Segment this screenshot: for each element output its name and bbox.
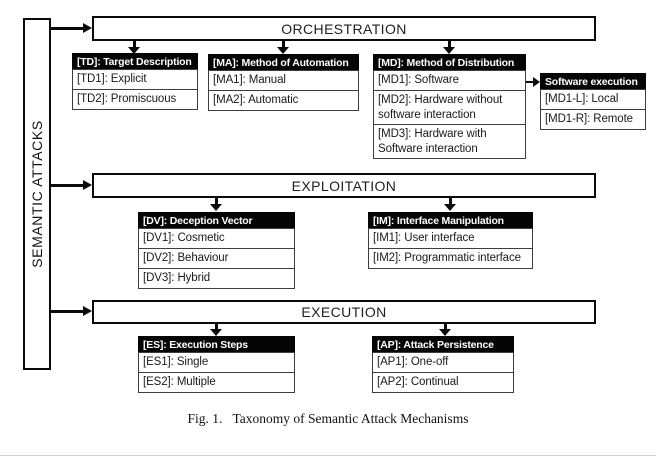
arrow-down-icon-to-ma — [277, 41, 289, 54]
arrow-head — [439, 329, 451, 336]
arrow-right-icon-to-orchestration — [51, 23, 92, 34]
box-item-md1-r: [MD1-R]: Remote — [540, 109, 646, 130]
box-header-im: [IM]: Interface Manipulation — [368, 212, 533, 229]
arrow-shaft — [51, 310, 84, 313]
box-header-dv: [DV]: Deception Vector — [138, 212, 295, 229]
figure-number: Fig. 1. — [187, 411, 223, 426]
box-item-es2: [ES2]: Multiple — [138, 372, 295, 393]
arrow-down-icon-to-td — [128, 41, 140, 54]
box-method-of-automation: [MA]: Method of Automation [MA1]: Manual… — [208, 54, 359, 111]
phase-label-exploitation: EXPLOITATION — [291, 177, 397, 194]
phase-label-orchestration: ORCHESTRATION — [281, 20, 407, 37]
arrow-right-icon-md1-to-software-execution — [526, 77, 540, 87]
arrow-head — [443, 47, 455, 54]
arrow-head — [128, 47, 140, 54]
phase-bar-orchestration: ORCHESTRATION — [92, 16, 596, 41]
arrow-head — [210, 204, 222, 211]
box-header-td: [TD]: Target Description — [72, 53, 198, 70]
box-method-of-distribution: [MD]: Method of Distribution [MD1]: Soft… — [373, 54, 526, 159]
box-item-ma2: [MA2]: Automatic — [208, 90, 359, 111]
arrow-shaft — [526, 80, 534, 83]
arrow-head — [277, 47, 289, 54]
arrow-shaft — [447, 41, 451, 48]
arrow-down-icon-to-im — [444, 198, 456, 211]
arrow-right-icon-to-exploitation — [51, 180, 92, 191]
figure-title: Taxonomy of Semantic Attack Mechanisms — [232, 411, 469, 426]
box-item-dv1: [DV1]: Cosmetic — [138, 228, 295, 249]
box-attack-persistence: [AP]: Attack Persistence [AP1]: One-off … — [372, 336, 514, 393]
box-item-md1: [MD1]: Software — [373, 70, 526, 91]
figure-caption: Fig. 1. Taxonomy of Semantic Attack Mecha… — [0, 411, 656, 427]
box-header-ap: [AP]: Attack Persistence — [372, 336, 514, 353]
box-item-td2: [TD2]: Promiscuous — [72, 89, 198, 110]
box-item-ma1: [MA1]: Manual — [208, 70, 359, 91]
page-bottom-rule — [0, 455, 656, 456]
box-item-im1: [IM1]: User interface — [368, 228, 533, 249]
arrow-shaft — [443, 323, 447, 330]
arrow-down-icon-to-es — [210, 323, 222, 336]
box-item-ap2: [AP2]: Continual — [372, 372, 514, 393]
box-header-swx: Software execution — [540, 73, 646, 90]
semantic-attacks-box: SEMANTIC ATTACKS — [23, 18, 51, 370]
box-item-dv3: [DV3]: Hybrid — [138, 268, 295, 289]
arrow-shaft — [51, 27, 84, 30]
phase-label-execution: EXECUTION — [301, 304, 387, 320]
arrow-head — [444, 204, 456, 211]
phase-bar-execution: EXECUTION — [92, 300, 596, 324]
box-header-ma: [MA]: Method of Automation — [208, 54, 359, 71]
semantic-attacks-label: SEMANTIC ATTACKS — [29, 120, 45, 268]
arrow-down-icon-to-ap — [439, 323, 451, 336]
box-item-dv2: [DV2]: Behaviour — [138, 248, 295, 269]
phase-bar-exploitation: EXPLOITATION — [92, 173, 596, 198]
arrow-head — [533, 77, 540, 87]
box-header-es: [ES]: Execution Steps — [138, 336, 295, 353]
arrow-shaft — [51, 184, 84, 187]
box-item-ap1: [AP1]: One-off — [372, 352, 514, 373]
box-item-md1-l: [MD1-L]: Local — [540, 89, 646, 110]
box-deception-vector: [DV]: Deception Vector [DV1]: Cosmetic [… — [138, 212, 295, 289]
arrow-shaft — [132, 41, 136, 48]
arrow-head — [210, 329, 222, 336]
box-item-md2: [MD2]: Hardware without software interac… — [373, 90, 526, 125]
arrow-head — [83, 306, 92, 316]
arrow-shaft — [448, 198, 452, 205]
box-item-es1: [ES1]: Single — [138, 352, 295, 373]
arrow-shaft — [214, 198, 218, 205]
box-item-im2: [IM2]: Programmatic interface — [368, 248, 533, 269]
arrow-head — [83, 23, 92, 33]
box-software-execution: Software execution [MD1-L]: Local [MD1-R… — [540, 73, 646, 130]
arrow-right-icon-to-execution — [51, 306, 92, 317]
arrow-shaft — [214, 323, 218, 330]
arrow-down-icon-to-md — [443, 41, 455, 54]
box-item-td1: [TD1]: Explicit — [72, 69, 198, 90]
box-interface-manipulation: [IM]: Interface Manipulation [IM1]: User… — [368, 212, 533, 269]
box-item-md3: [MD3]: Hardware with Software interactio… — [373, 124, 526, 159]
box-target-description: [TD]: Target Description [TD1]: Explicit… — [72, 53, 198, 110]
arrow-down-icon-to-dv — [210, 198, 222, 211]
arrow-shaft — [281, 41, 285, 48]
box-header-md: [MD]: Method of Distribution — [373, 54, 526, 71]
arrow-head — [83, 180, 92, 190]
box-execution-steps: [ES]: Execution Steps [ES1]: Single [ES2… — [138, 336, 295, 393]
